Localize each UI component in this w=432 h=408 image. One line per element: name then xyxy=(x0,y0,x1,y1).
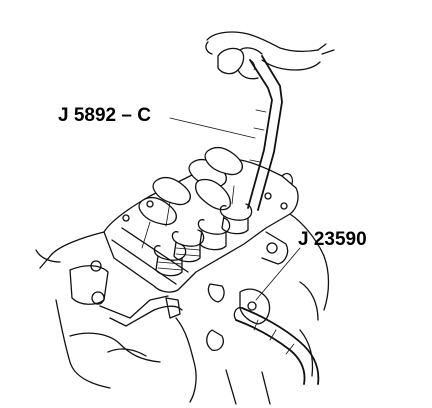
hand-drawing xyxy=(205,31,335,80)
rocker-arm-assembly xyxy=(103,146,299,293)
callout-j23590: J 23590 xyxy=(298,229,367,250)
callout-j5892-c: J 5892 – C xyxy=(58,105,151,126)
leader-lines xyxy=(169,117,301,301)
engine-block xyxy=(35,213,330,405)
tool-j23590 xyxy=(233,307,320,385)
tool-j5892-bar xyxy=(247,55,283,211)
